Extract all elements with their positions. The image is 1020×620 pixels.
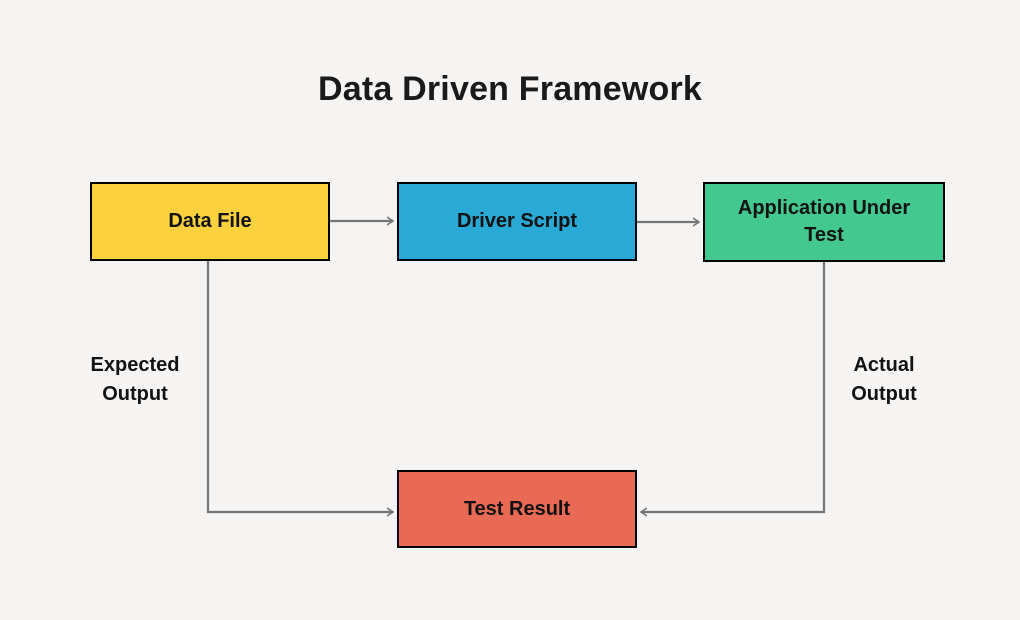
node-driver-script-label: Driver Script (456, 210, 578, 232)
node-driver-script: Driver Script (397, 182, 637, 261)
node-data-file: Data File (90, 182, 330, 261)
edge-label-expected-output: Expected Output (90, 354, 180, 405)
node-test-result: Test Result (397, 470, 637, 548)
node-data-file-label: Data File (168, 210, 252, 232)
edge-label-actual-output: Actual Output (851, 354, 917, 405)
node-application-under-test: Application Under Test (703, 182, 945, 262)
node-test-result-label: Test Result (463, 497, 571, 520)
diagram-title: Data Driven Framework (317, 70, 702, 108)
edge-aut-to-testresult (641, 262, 826, 512)
edge-datafile-to-testresult (206, 261, 393, 512)
node-application-under-test-label: Application Under Test (737, 197, 911, 246)
